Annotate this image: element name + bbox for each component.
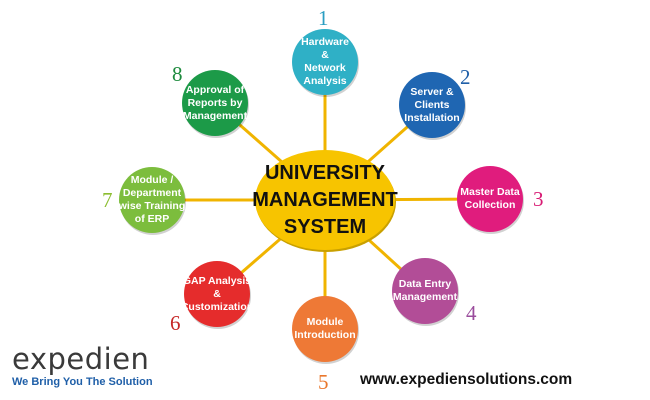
node-label-2: Server & Clients Installation	[404, 85, 460, 124]
node-circle-1	[292, 29, 359, 97]
step-number-8: 8	[172, 62, 183, 86]
node-circle-5	[292, 296, 359, 364]
node-circle-7	[119, 167, 186, 235]
center-ellipse	[255, 150, 395, 250]
step-number-4: 4	[466, 301, 477, 325]
center-title-line-1: UNIVERSITY	[264, 161, 386, 184]
node-label-5: Module Introduction	[294, 316, 356, 341]
step-number-7: 7	[102, 188, 113, 212]
node-label-6: GAP Analysis & Customization	[180, 274, 254, 313]
center-title: UNIVERSITY MANAGEMENT SYSTEM	[250, 150, 400, 250]
node-label-3: Master Data Collection	[460, 186, 520, 211]
step-number-5: 5	[318, 370, 329, 394]
node-circle-6	[184, 261, 251, 329]
node-label-7: Module / Department wise Training of ERP	[118, 174, 186, 225]
node-circle-8	[182, 70, 249, 138]
brand-name: expedien	[12, 342, 150, 376]
node-circle-2	[399, 72, 466, 140]
brand-tagline: We Bring You The Solution	[12, 376, 153, 388]
node-circle-4	[392, 258, 459, 326]
step-number-2: 2	[460, 65, 471, 89]
center-title-line-2: MANAGEMENT	[252, 188, 398, 211]
step-number-6: 6	[170, 311, 181, 335]
node-label-4: Data Entry Management	[392, 278, 458, 303]
node-circle-3	[457, 166, 524, 234]
step-number-1: 1	[318, 6, 329, 30]
center-title-line-3: SYSTEM	[283, 215, 367, 238]
node-label-8: Approval of Reports by Management	[182, 83, 248, 122]
step-number-3: 3	[533, 187, 544, 211]
node-label-1: Hardware & Network Analysis	[301, 36, 349, 87]
website-url[interactable]: www.expediensolutions.com	[360, 371, 573, 388]
brand-logo: expedien We Bring You The Solution	[12, 343, 153, 388]
